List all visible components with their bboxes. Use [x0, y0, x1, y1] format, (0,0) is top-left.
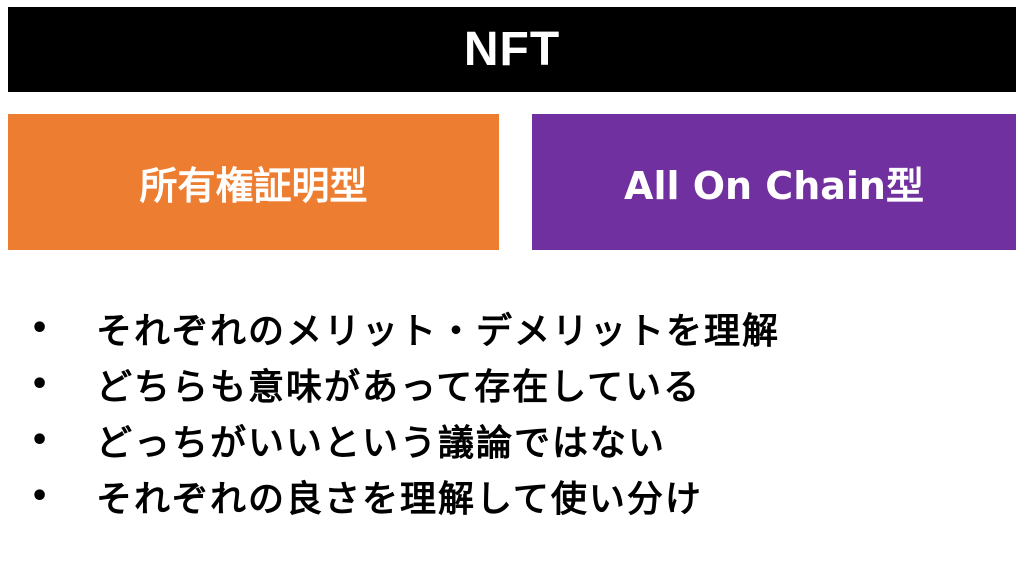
bullet-text: それぞれの良さを理解して使い分け [96, 479, 703, 520]
bullet-item: • それぞれのメリット・デメリットを理解 [26, 300, 780, 356]
ownership-proof-type-box: 所有権証明型 [8, 114, 499, 250]
bullet-text: どちらも意味があって存在している [96, 367, 702, 408]
bullet-dot-icon: • [30, 310, 52, 346]
bullet-dot-icon: • [30, 478, 52, 514]
slide-title: NFT [463, 23, 561, 76]
ownership-proof-type-label: 所有権証明型 [139, 163, 368, 208]
bullet-item: • どっちがいいという議論ではない [26, 412, 780, 468]
bullet-list: • それぞれのメリット・デメリットを理解 • どちらも意味があって存在している … [26, 300, 780, 524]
bullet-text: それぞれのメリット・デメリットを理解 [96, 311, 781, 352]
bullet-dot-icon: • [30, 422, 52, 458]
title-bar: NFT [8, 7, 1016, 92]
bullet-dot-icon: • [30, 366, 52, 402]
all-on-chain-type-label: All On Chain型 [624, 163, 924, 208]
bullet-item: • どちらも意味があって存在している [26, 356, 780, 412]
bullet-item: • それぞれの良さを理解して使い分け [26, 468, 780, 524]
all-on-chain-type-box: All On Chain型 [532, 114, 1016, 250]
bullet-text: どっちがいいという議論ではない [96, 423, 667, 464]
